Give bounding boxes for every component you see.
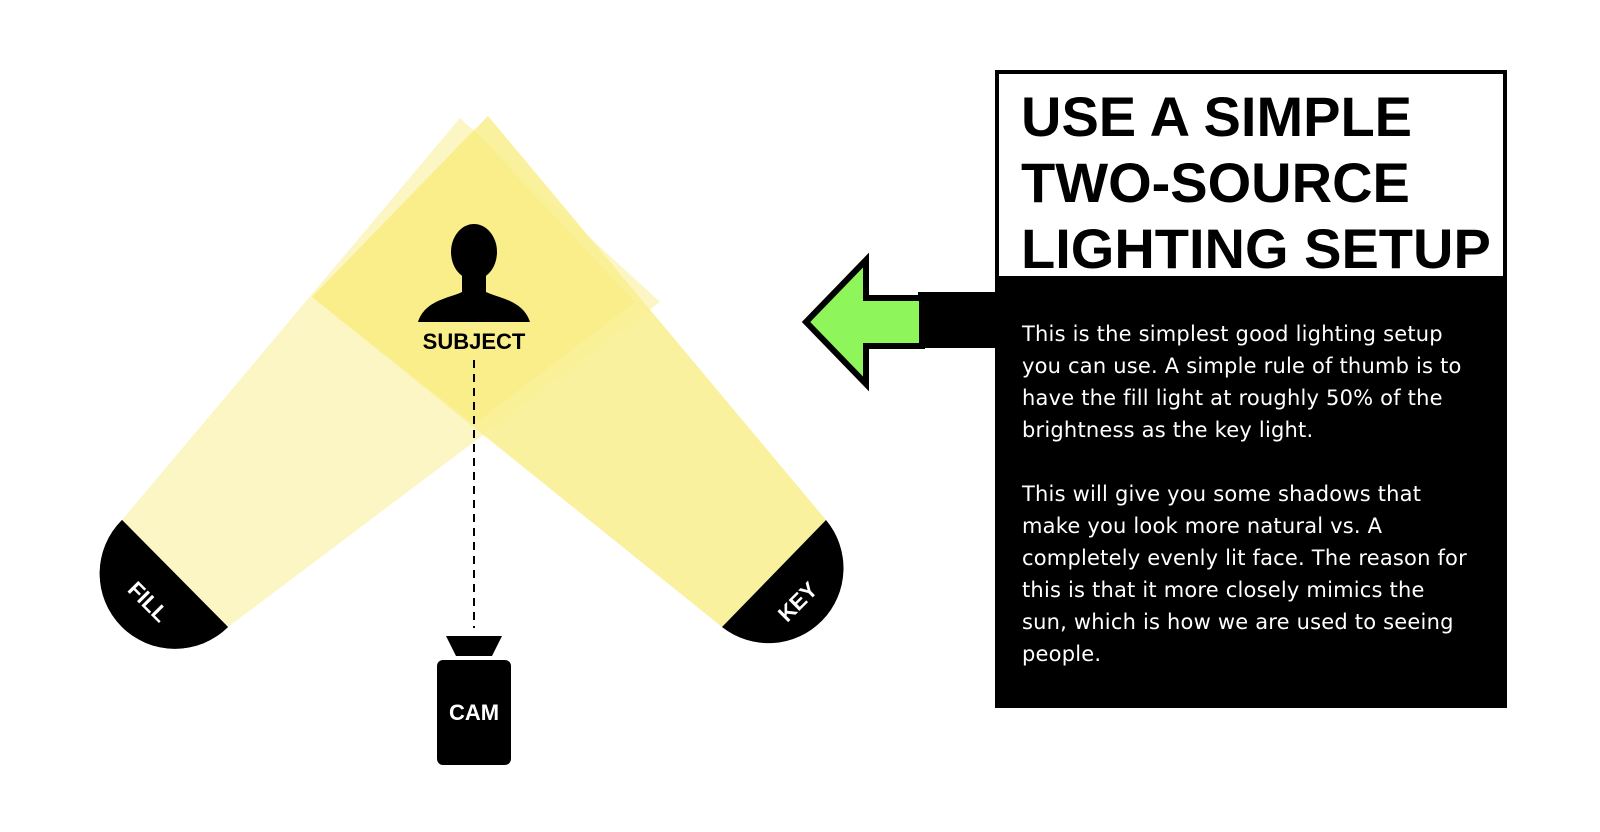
title-line-1: USE A SIMPLE: [1021, 85, 1413, 148]
camera-icon: [437, 636, 511, 765]
title-box: USE A SIMPLE TWO-SOURCE LIGHTING SETUP: [995, 70, 1507, 280]
info-title: USE A SIMPLE TWO-SOURCE LIGHTING SETUP: [1021, 84, 1501, 282]
description-paragraph-2: This will give you some shadows that mak…: [1022, 482, 1467, 666]
key-light-fixture: KEY: [722, 520, 844, 644]
description-paragraph-1: This is the simplest good lighting setup…: [1022, 322, 1462, 442]
title-line-2: TWO-SOURCE: [1021, 151, 1410, 214]
person-silhouette-icon: [418, 224, 530, 322]
arrow-left-icon: [801, 252, 998, 392]
cam-label: CAM: [449, 700, 499, 725]
key-light-shape: [722, 520, 844, 644]
title-line-3: LIGHTING SETUP: [1021, 217, 1491, 280]
description-box: This is the simplest good lighting setup…: [995, 280, 1507, 708]
fill-light-fixture: FILL: [99, 520, 228, 649]
subject-label: SUBJECT: [423, 329, 526, 354]
